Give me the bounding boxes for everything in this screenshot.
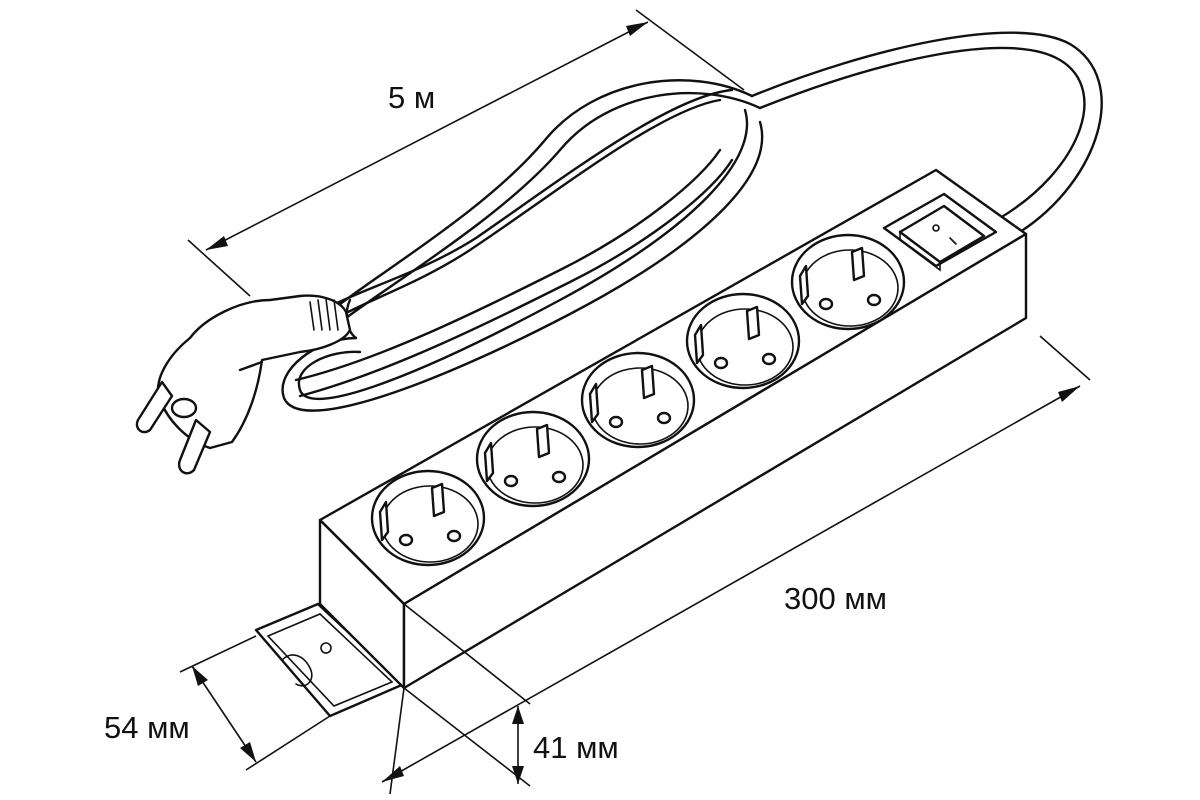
socket	[790, 233, 906, 331]
length-label: 300 мм	[784, 581, 887, 616]
power-cord	[281, 31, 1103, 412]
dim-width	[179, 635, 331, 771]
cord-length-label: 5 м	[388, 80, 436, 115]
dim-height	[403, 603, 531, 787]
socket	[580, 351, 696, 449]
width-label: 54 мм	[104, 710, 190, 745]
socket	[370, 469, 486, 567]
rocker-switch	[882, 192, 998, 272]
socket	[685, 292, 801, 390]
height-label: 41 мм	[533, 730, 619, 765]
socket	[475, 410, 591, 508]
sockets-group	[370, 233, 906, 567]
dim-cord-length	[187, 9, 745, 297]
plug	[135, 294, 352, 475]
dim-length	[381, 335, 1091, 795]
